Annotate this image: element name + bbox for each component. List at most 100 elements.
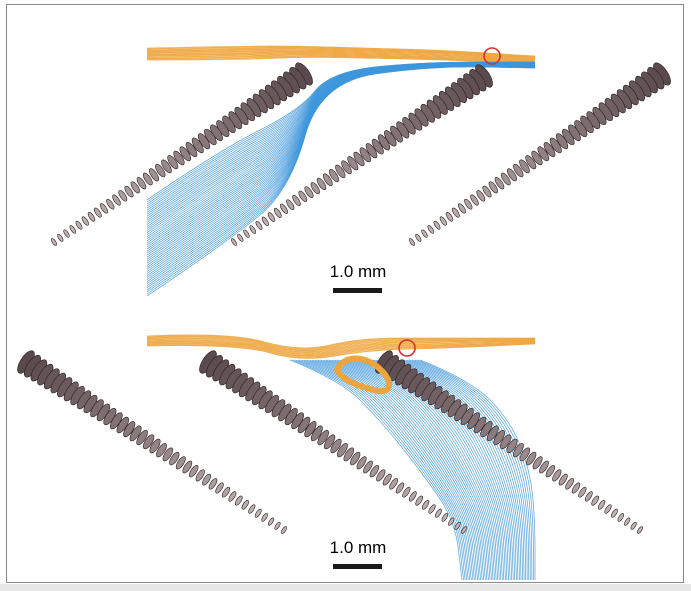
- fin-segment: [493, 430, 505, 446]
- fin-segment: [304, 421, 317, 438]
- orange-streamline: [146, 343, 536, 359]
- blue-streamline: [298, 359, 468, 581]
- fin-segment: [261, 216, 269, 226]
- fin-segment: [149, 438, 161, 454]
- fin-segment: [578, 486, 587, 498]
- fin-segment: [189, 465, 199, 478]
- fin-segment: [248, 504, 256, 514]
- scale-bar-top: [333, 288, 382, 293]
- fin-segment: [448, 517, 455, 526]
- fin-segment: [136, 430, 148, 446]
- fin-segment: [637, 526, 643, 534]
- blue-streamline: [345, 359, 494, 581]
- orange-streamline: [146, 334, 535, 349]
- fin-segment: [130, 181, 140, 194]
- orange-streamline: [146, 53, 536, 63]
- orange-streamline: [146, 46, 536, 57]
- fin-segment: [87, 212, 96, 222]
- fin-segment: [445, 212, 454, 222]
- fin-segment: [215, 482, 224, 494]
- orange-streamline: [146, 339, 536, 354]
- fin-segment: [480, 421, 493, 438]
- window-bottom-strip: [0, 584, 691, 591]
- fin-segment: [539, 460, 549, 474]
- orange-streamline: [146, 55, 536, 64]
- fin-segment: [179, 146, 192, 162]
- orange-streamline: [146, 335, 536, 349]
- fin-segment: [280, 203, 288, 214]
- orange-streamline: [146, 342, 536, 357]
- fin-segment: [195, 469, 205, 482]
- blue-streamline: [292, 359, 464, 581]
- orange-streamline: [146, 50, 536, 60]
- fin-segment: [191, 137, 204, 154]
- fin-segment: [376, 469, 386, 482]
- fin-segment: [565, 478, 574, 490]
- fin-segment: [356, 456, 367, 470]
- fin-segment: [136, 177, 147, 190]
- fin-segment: [382, 473, 392, 486]
- fin-segment: [249, 225, 257, 234]
- fins-bottom: [17, 350, 643, 534]
- orange-streamline: [146, 336, 536, 351]
- fin-segment: [317, 430, 329, 446]
- orange-streamline: [146, 49, 536, 60]
- blue-streamline: [334, 359, 488, 581]
- fin-segment: [335, 164, 346, 179]
- blue-streamline: [389, 359, 519, 581]
- fin-segment: [330, 438, 342, 454]
- blue-streamline: [146, 66, 536, 295]
- fin-segment: [202, 473, 212, 486]
- fin-segment: [142, 172, 153, 186]
- orange-streamline: [146, 54, 536, 63]
- fin-segment: [322, 173, 333, 187]
- fin-segment: [451, 207, 460, 218]
- fin-segment: [365, 143, 378, 159]
- bottom-panel: 1.0 mm: [17, 334, 643, 581]
- fin-segment: [123, 421, 136, 438]
- blue-streamline: [325, 359, 483, 581]
- fin-segment: [439, 216, 447, 226]
- blue-streamline: [289, 359, 463, 581]
- fin-segment: [81, 216, 89, 226]
- fin-segment: [234, 495, 243, 506]
- fin-segment: [261, 513, 268, 522]
- orange-streamline: [146, 337, 536, 352]
- fin-segment: [175, 456, 186, 470]
- orange-streamline: [146, 51, 536, 61]
- fin-segment: [513, 443, 524, 458]
- blue-streamline: [146, 65, 536, 268]
- fin-segment: [470, 194, 479, 206]
- orange-streamline: [146, 335, 536, 350]
- fin-segment: [506, 168, 518, 182]
- orange-streamline: [146, 56, 536, 64]
- fin-segment: [237, 233, 244, 242]
- fin-segment: [310, 182, 320, 195]
- fin-segment: [415, 495, 424, 506]
- orange-streamline: [146, 338, 536, 352]
- fin-segment: [415, 233, 422, 242]
- fin-segment: [519, 159, 530, 174]
- fin-segment: [584, 491, 593, 502]
- fin-segment: [369, 465, 380, 478]
- blue-streamline: [146, 66, 536, 291]
- vortex-loop-bottom: [333, 355, 393, 395]
- fin-segment: [93, 207, 102, 218]
- fin-segment: [341, 160, 352, 175]
- blue-streamline: [323, 359, 481, 581]
- fin-segment: [526, 451, 537, 466]
- fin-segment: [161, 159, 172, 174]
- fin-segment: [525, 155, 537, 170]
- fin-segment: [350, 451, 361, 466]
- fin-segment: [571, 482, 581, 494]
- fin-segment: [129, 425, 142, 442]
- orange-streamline: [146, 45, 536, 57]
- fin-segment: [57, 233, 64, 242]
- fin-segment: [310, 425, 323, 442]
- fin-segment: [506, 438, 518, 454]
- blue-streamlines-bottom: [289, 359, 536, 581]
- fin-segment: [549, 137, 562, 154]
- fin-segment: [142, 434, 155, 450]
- fin-segment: [461, 526, 467, 534]
- orange-streamlines-bottom: [146, 334, 536, 359]
